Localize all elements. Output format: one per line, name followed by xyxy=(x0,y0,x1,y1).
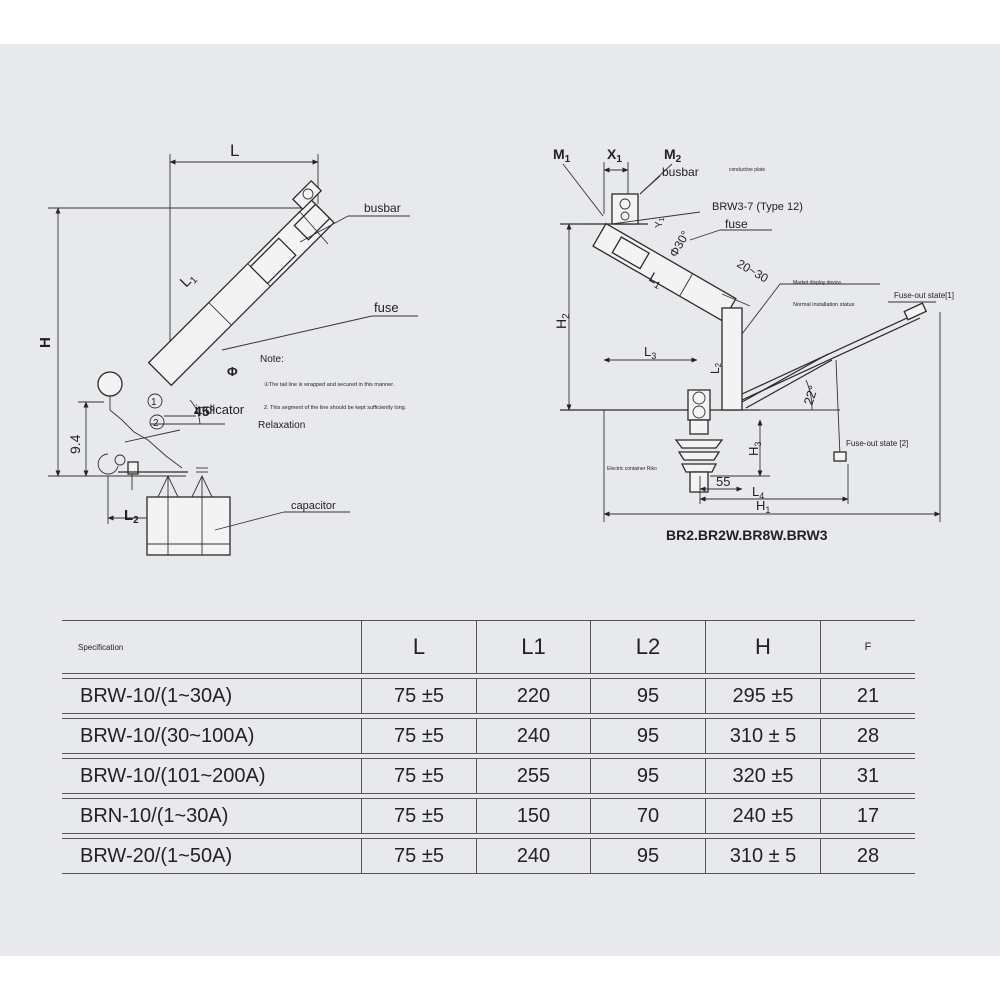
label-busbar: busbar xyxy=(364,201,401,215)
table-row: BRW-10/(30~100A) 75 ±5 240 95 310 ± 5 28 xyxy=(62,718,915,754)
specification-table: Specification L L1 L2 H F BRW-10/(1~30A)… xyxy=(62,620,915,874)
diagram-caption: BR2.BR2W.BR8W.BRW3 xyxy=(666,527,828,543)
label-fuse-out-1: Fuse-out state[1] xyxy=(894,291,954,300)
dim-Y1: Y1 xyxy=(654,217,666,228)
marker-1: 1 xyxy=(151,397,157,408)
dim-L4: L4 xyxy=(752,484,764,501)
technical-drawing: L H 9.4 45° Φ L1 busbar xyxy=(37,141,954,556)
label-conductive-plate: conductive plate xyxy=(729,167,765,173)
cell-spec: BRW-10/(30~100A) xyxy=(62,718,362,754)
cell-F: 31 xyxy=(820,758,915,794)
cell-H: 310 ± 5 xyxy=(705,718,821,754)
cell-L2: 95 xyxy=(590,718,706,754)
label-capacitor: capacitor xyxy=(291,500,336,512)
drawing-sheet: L H 9.4 45° Φ L1 busbar xyxy=(0,44,1000,956)
dim-M2: M2 xyxy=(664,146,682,165)
dim-phi30: Φ30° xyxy=(666,228,692,259)
note-line-2: 2. This segment of the line should be ke… xyxy=(264,405,407,411)
table-row: BRW-10/(1~30A) 75 ±5 220 95 295 ±5 21 xyxy=(62,678,915,714)
cell-L: 75 ±5 xyxy=(361,798,477,834)
cell-L1: 255 xyxy=(476,758,591,794)
cell-L: 75 ±5 xyxy=(361,678,477,714)
cell-H: 240 ±5 xyxy=(705,798,821,834)
angle-22: 22° xyxy=(801,384,821,407)
marker-2: 2 xyxy=(153,418,159,429)
phi-symbol: Φ xyxy=(227,364,238,379)
cell-L1: 240 xyxy=(476,718,591,754)
label-busbar-right: busbar xyxy=(662,165,699,179)
dim-55: 55 xyxy=(716,474,730,489)
cell-spec: BRN-10/(1~30A) xyxy=(62,798,362,834)
label-normal-status: Normal installation status xyxy=(793,302,855,308)
dim-H1: H1 xyxy=(756,498,770,515)
cell-F: 21 xyxy=(820,678,915,714)
dim-L2: L2 xyxy=(124,507,139,526)
left-fuse-diagram: L H 9.4 45° Φ L1 busbar xyxy=(37,141,418,556)
dim-H3: H3 xyxy=(746,442,763,456)
cell-H: 320 ±5 xyxy=(705,758,821,794)
cell-spec: BRW-20/(1~50A) xyxy=(62,838,362,874)
right-fuse-diagram: M1 X1 M2 busbar conductive plate BRW3-7 … xyxy=(553,146,954,543)
table-row: BRW-20/(1~50A) 75 ±5 240 95 310 ± 5 28 xyxy=(62,838,915,874)
header-L: L xyxy=(361,620,477,674)
cell-L1: 220 xyxy=(476,678,591,714)
header-L1: L1 xyxy=(476,620,591,674)
table-header-row: Specification L L1 L2 H F xyxy=(62,620,915,674)
note-title: Note: xyxy=(260,354,284,365)
label-fuse-out-2: Fuse-out state [2] xyxy=(846,439,908,448)
table-row: BRW-10/(101~200A) 75 ±5 255 95 320 ±5 31 xyxy=(62,758,915,794)
cell-L1: 150 xyxy=(476,798,591,834)
label-indicator: indicator xyxy=(195,402,245,417)
cell-H: 310 ± 5 xyxy=(705,838,821,874)
header-L2: L2 xyxy=(590,620,706,674)
label-fuse-text: fuse xyxy=(374,300,399,315)
note-line-1: ①The tail line is wrapped and secured in… xyxy=(264,381,395,388)
dim-20-30: 20~30 xyxy=(735,256,771,285)
header-F: F xyxy=(820,620,915,674)
dim-X1: X1 xyxy=(607,146,622,165)
note-line-3: Relaxation xyxy=(258,420,305,431)
dim-M1: M1 xyxy=(553,146,571,165)
cell-L2: 95 xyxy=(590,678,706,714)
cell-spec: BRW-10/(1~30A) xyxy=(62,678,362,714)
label-market-display: Market display device xyxy=(793,280,841,286)
cell-L: 75 ±5 xyxy=(361,838,477,874)
cell-F: 28 xyxy=(820,718,915,754)
table-row: BRN-10/(1~30A) 75 ±5 150 70 240 ±5 17 xyxy=(62,798,915,834)
header-specification: Specification xyxy=(62,620,362,674)
label-fuse-right: fuse xyxy=(725,217,748,231)
cell-L2: 70 xyxy=(590,798,706,834)
dim-L3: L3 xyxy=(644,344,656,361)
label-electric-container: Electric container Riko xyxy=(607,466,657,472)
cell-spec: BRW-10/(101~200A) xyxy=(62,758,362,794)
angle-45: 45° xyxy=(194,403,215,419)
header-H: H xyxy=(705,620,821,674)
cell-L1: 240 xyxy=(476,838,591,874)
dim-L: L xyxy=(230,141,239,160)
cell-H: 295 ±5 xyxy=(705,678,821,714)
cell-L: 75 ±5 xyxy=(361,718,477,754)
cell-F: 17 xyxy=(820,798,915,834)
dim-L1: L1 xyxy=(177,269,201,293)
dim-H2: H2 xyxy=(553,313,572,329)
dim-9-4: 9.4 xyxy=(67,434,83,454)
cell-L: 75 ±5 xyxy=(361,758,477,794)
dim-L2-right: L2 xyxy=(708,362,723,374)
cell-L2: 95 xyxy=(590,838,706,874)
dim-H: H xyxy=(37,337,54,348)
cell-F: 28 xyxy=(820,838,915,874)
cell-L2: 95 xyxy=(590,758,706,794)
label-brw3: BRW3-7 (Type 12) xyxy=(712,201,803,213)
